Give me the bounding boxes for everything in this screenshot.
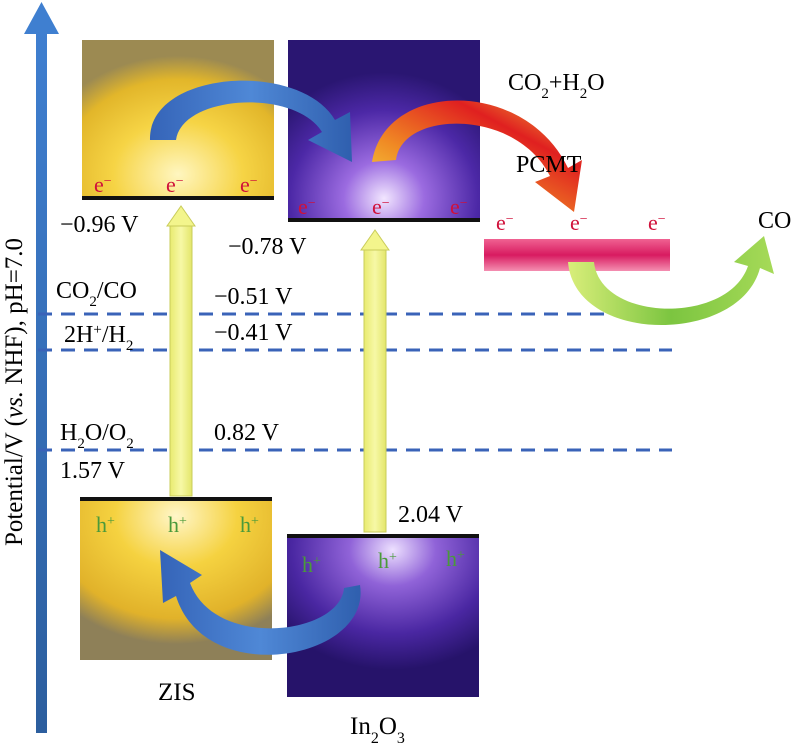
electron-label: e−: [94, 172, 112, 197]
zis-cb-edge: [82, 196, 274, 200]
in2o3-cb-potential: −0.78 V: [228, 234, 307, 260]
electron-label: e−: [166, 172, 184, 197]
electron-label: e−: [298, 194, 316, 219]
co2-co-label: CO2/CO: [56, 278, 137, 310]
hole-label: h+: [446, 546, 465, 571]
zis-holes: h+ h+ h+: [96, 512, 259, 537]
h2o-o2-potential: 0.82 V: [214, 420, 280, 446]
electron-label: e−: [496, 210, 514, 235]
zis-excitation-arrow: [166, 205, 196, 497]
electron-label: e−: [372, 194, 390, 219]
in2o3-excitation-arrow: [360, 229, 390, 533]
zis-label: ZIS: [158, 679, 196, 706]
hole-transfer-arrow: [160, 550, 361, 655]
potential-axis: [36, 28, 47, 733]
axis-label-italic: vs.: [1, 391, 28, 418]
co-production-arrow: [568, 236, 774, 326]
axis-label: Potential/V (vs. NHF), pH=7.0: [1, 238, 28, 546]
hole-label: h+: [378, 548, 397, 573]
zis-vb-edge: [80, 497, 272, 501]
in2o3-cb-edge: [288, 218, 480, 222]
electron-label: e−: [648, 210, 666, 235]
pcmt-electrons: e− e− e−: [496, 210, 666, 235]
in2o3-vb-edge: [287, 534, 479, 538]
in2o3-conduction-band: [288, 40, 480, 220]
hole-label: h+: [302, 552, 321, 577]
h-h2-label: 2H+/H2: [64, 322, 133, 354]
hole-label: h+: [96, 512, 115, 537]
electron-to-pcmt-arrow: [372, 100, 582, 212]
zis-electrons: e− e− e−: [94, 172, 258, 197]
h2o-o2-label: H2O/O2: [60, 420, 134, 452]
h-h2-potential: −0.41 V: [214, 320, 293, 346]
in2o3-vb-potential: 2.04 V: [398, 502, 464, 528]
electron-label: e−: [450, 194, 468, 219]
electron-label: e−: [240, 172, 258, 197]
co2-co-potential: −0.51 V: [214, 284, 293, 310]
axis-label-main: Potential/V (: [1, 418, 28, 546]
electron-transfer-arrow: [149, 80, 352, 162]
zis-cb-potential: −0.96 V: [60, 212, 139, 238]
pcmt-label: PCMT: [516, 152, 582, 178]
in2o3-valence-band: [287, 537, 479, 697]
hole-label: h+: [168, 512, 187, 537]
potential-axis-arrowhead: [24, 2, 59, 34]
hole-label: h+: [240, 512, 259, 537]
electron-label: e−: [570, 210, 588, 235]
in2o3-label: In2O3: [350, 713, 405, 744]
zis-vb-potential: 1.57 V: [60, 458, 126, 484]
reactant-label: CO2+H2O: [508, 70, 605, 102]
in2o3-electrons: e− e− e−: [298, 194, 468, 219]
product-label: CO: [758, 208, 791, 234]
axis-label-end: NHF), pH=7.0: [1, 238, 28, 391]
in2o3-holes: h+ h+ h+: [302, 546, 465, 577]
